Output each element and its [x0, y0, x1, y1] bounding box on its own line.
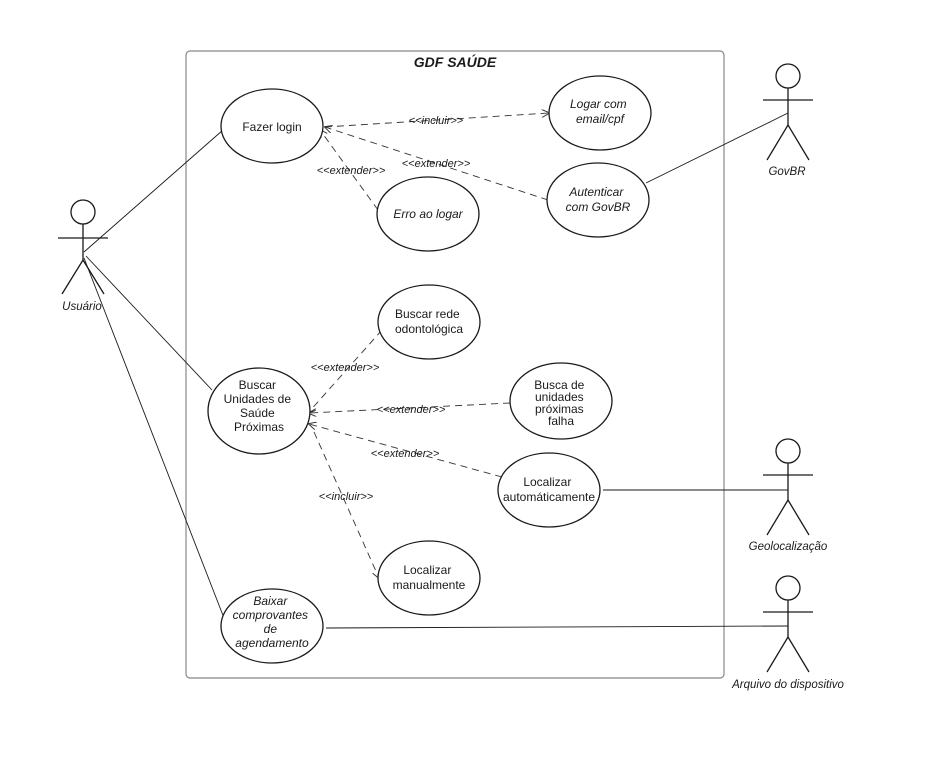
use-case-fazer-login[interactable]: Fazer login — [220, 88, 324, 164]
uc-line: Baixar — [253, 594, 288, 608]
dep-extender-erro — [320, 130, 379, 211]
uc-line: Localizar — [523, 475, 571, 489]
dep-extender-govbr — [325, 127, 549, 201]
use-case-autenticar-govbr[interactable]: Autenticar com GovBR — [546, 162, 650, 238]
stick-figure-icon — [763, 575, 813, 673]
uc-line: com GovBR — [566, 200, 631, 214]
actor-usuario[interactable]: Usuário — [58, 199, 108, 313]
svg-text:Fazer login: Fazer login — [242, 120, 301, 134]
uc-line: manualmente — [393, 578, 466, 592]
actor-label: GovBR — [768, 166, 805, 178]
assoc-usuario-fazer-login — [83, 129, 224, 253]
uc-line: Erro ao logar — [393, 207, 463, 221]
uc-line: Fazer login — [242, 120, 301, 134]
system-boundary — [185, 50, 725, 679]
label-extender-falha: <<extender>> — [377, 404, 446, 416]
stick-figure-icon — [58, 199, 108, 295]
use-case-busca-falha[interactable]: Busca de unidades próximas falha — [509, 362, 613, 440]
svg-text:Erro ao logar: Erro ao logar — [393, 207, 463, 221]
svg-text:Localizar manualmente: Localizar manualmente — [393, 563, 466, 592]
svg-text:Buscar Unidades de: Buscar Unidades de Saúde Próximas — [224, 378, 295, 434]
label-incluir-login: <<incluir>> — [409, 115, 464, 127]
uc-line: Buscar rede — [395, 307, 460, 321]
label-extender-govbr: <<extender>> — [402, 158, 471, 170]
use-case-localizar-auto[interactable]: Localizar automáticamente — [497, 452, 601, 528]
stick-figure-icon — [763, 63, 813, 161]
uc-line: odontológica — [395, 322, 463, 336]
uc-line: comprovantes — [233, 608, 308, 622]
svg-text:Buscar rede odontológica: Buscar rede odontológica — [395, 307, 463, 336]
assoc-arquivo-baixar — [325, 625, 789, 629]
system-title: GDF SAÚDE — [414, 53, 497, 70]
svg-text:Localizar automáticament: Localizar automáticamente — [503, 475, 595, 504]
dep-extender-auto — [309, 424, 503, 478]
actor-geolocalizacao[interactable]: Geolocalização — [749, 438, 828, 553]
uc-line: Busca de — [534, 378, 584, 392]
assoc-usuario-baixar — [83, 257, 225, 619]
use-case-erro-logar[interactable]: Erro ao logar — [376, 176, 480, 252]
uc-line: automáticamente — [503, 490, 595, 504]
dep-incluir-manual — [313, 431, 379, 578]
uc-line: Próximas — [234, 420, 284, 434]
dep-incluir-login — [324, 113, 549, 128]
actor-label: Geolocalização — [749, 541, 828, 553]
label-extender-rede: <<extender>> — [311, 362, 380, 374]
svg-text:Busca de unidades: Busca de unidades próximas falha — [534, 378, 587, 428]
uc-line: próximas — [535, 402, 584, 416]
uc-line: Localizar — [403, 563, 451, 577]
label-incluir-manual: <<incluir>> — [319, 491, 374, 503]
uc-line: Buscar — [239, 378, 276, 392]
svg-text:Autenticar com GovBR: Autenticar com GovBR — [566, 185, 631, 214]
uc-line: Unidades de — [224, 392, 292, 406]
uc-line: Saúde — [240, 406, 275, 420]
uc-line: Autenticar — [568, 185, 624, 199]
assoc-usuario-buscar-unidades — [85, 255, 213, 391]
use-case-buscar-unidades[interactable]: Buscar Unidades de Saúde Próximas — [207, 367, 311, 455]
label-extender-erro: <<extender>> — [317, 165, 386, 177]
svg-text:Logar com email/cpf: Logar com email/cpf — [570, 97, 630, 126]
uc-line: Logar com — [570, 97, 627, 111]
uc-line: falha — [548, 414, 574, 428]
use-case-logar-email[interactable]: Logar com email/cpf — [548, 75, 652, 151]
uc-line: unidades — [535, 390, 584, 404]
uc-line: de — [264, 622, 278, 636]
actor-label: Usuário — [62, 301, 102, 313]
uc-line: email/cpf — [576, 112, 626, 126]
stick-figure-icon — [763, 438, 813, 536]
actor-label: Arquivo do dispositivo — [731, 679, 844, 691]
associations — [83, 112, 789, 629]
uc-line: agendamento — [235, 636, 309, 650]
dep-extender-rede — [308, 329, 383, 413]
use-case-localizar-manual[interactable]: Localizar manualmente — [377, 540, 481, 616]
actor-arquivo-dispositivo[interactable]: Arquivo do dispositivo — [731, 575, 845, 691]
assoc-govbr-autenticar — [645, 112, 789, 184]
use-case-baixar-comprovantes[interactable]: Baixar comprovantes de agendamento — [220, 588, 324, 664]
use-case-buscar-rede[interactable]: Buscar rede odontológica — [377, 284, 481, 360]
svg-text:Baixar comprovantes: Baixar comprovantes de agendamento — [233, 594, 312, 650]
label-extender-auto: <<extender>> — [371, 448, 440, 460]
actor-govbr[interactable]: GovBR — [763, 63, 813, 178]
dep-extender-falha — [309, 402, 511, 413]
dependencies — [308, 113, 549, 578]
